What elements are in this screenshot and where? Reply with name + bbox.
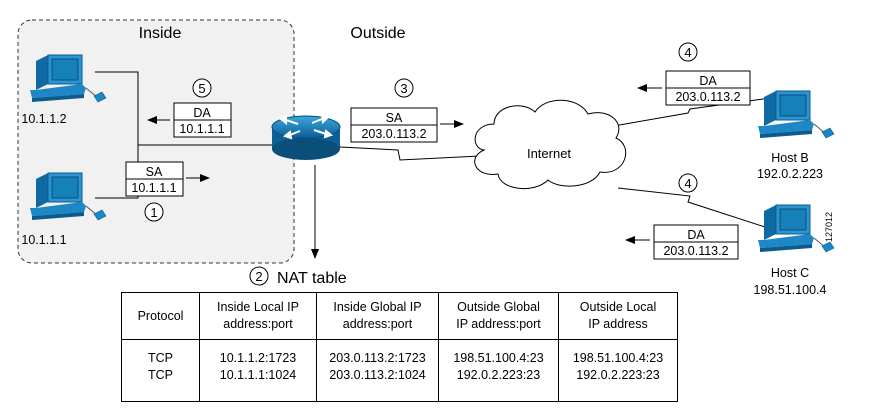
step-5-marker: 5 xyxy=(198,81,205,96)
packet-4c-address: 203.0.113.2 xyxy=(663,244,728,258)
host-c-ip: 198.51.100.4 xyxy=(754,283,827,297)
packet-4-host-c: DA 203.0.113.2 4 xyxy=(625,173,739,260)
packet-5-field: DA xyxy=(193,106,211,120)
step-1-marker: 1 xyxy=(150,205,157,220)
computer-icon-host-c xyxy=(757,204,835,253)
packet-4c-field: DA xyxy=(687,228,705,242)
host-b-ip: 192.0.2.223 xyxy=(757,167,823,181)
inside-zone-label: Inside xyxy=(139,25,182,42)
host-b-name: Host B xyxy=(771,151,809,165)
nat-table-title: NAT table xyxy=(277,270,347,287)
packet-3: SA 203.0.113.2 3 xyxy=(350,78,464,143)
packet-1-field: SA xyxy=(146,165,163,179)
step-4-marker-host-c: 4 xyxy=(684,176,691,191)
outside-zone-label: Outside xyxy=(350,25,405,42)
packet-3-address: 203.0.113.2 xyxy=(361,127,426,141)
header-protocol: Protocol xyxy=(121,292,200,340)
wan-link xyxy=(339,146,481,161)
host-ip-10-1-1-1: 10.1.1.1 xyxy=(21,233,66,247)
host-ip-10-1-1-2: 10.1.1.2 xyxy=(21,112,66,126)
packet-1-address: 10.1.1.1 xyxy=(131,181,176,195)
figure-id: 127012 xyxy=(824,212,834,242)
packet-5: DA 10.1.1.1 5 xyxy=(147,78,232,138)
packet-4-host-b: DA 203.0.113.2 4 xyxy=(637,42,751,106)
packet-5-address: 10.1.1.1 xyxy=(179,122,224,136)
link-host-c xyxy=(617,187,769,229)
inside-link-top xyxy=(95,71,282,146)
packet-4b-address: 203.0.113.2 xyxy=(675,90,740,104)
packet-3-field: SA xyxy=(386,111,403,125)
packet-4b-field: DA xyxy=(699,74,717,88)
router-icon xyxy=(271,114,341,160)
step-4-marker-host-b: 4 xyxy=(684,45,691,60)
inside-zone xyxy=(17,19,295,264)
host-c-name: Host C xyxy=(771,266,809,280)
step-2-circle xyxy=(249,266,269,286)
internet-label: Internet xyxy=(527,146,571,161)
computer-icon-host-b xyxy=(757,90,835,139)
internet-cloud: Internet xyxy=(474,99,627,190)
step-2-marker: 2 xyxy=(255,269,262,284)
step-3-marker: 3 xyxy=(400,81,407,96)
packet-1: SA 10.1.1.1 1 xyxy=(125,161,210,222)
